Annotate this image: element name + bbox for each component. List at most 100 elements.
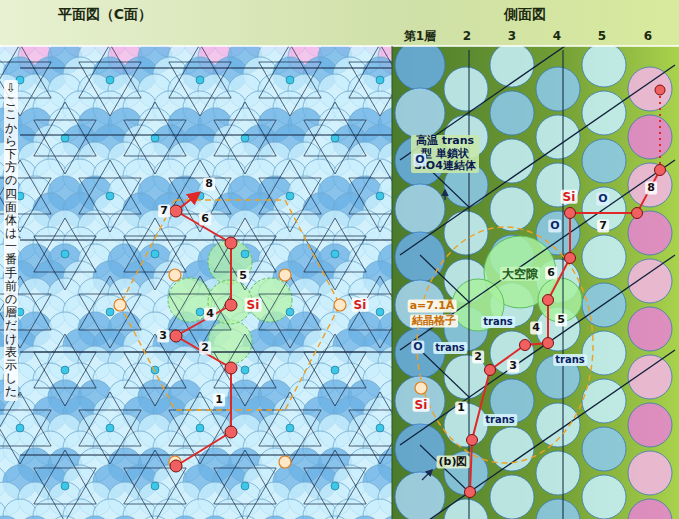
atom-circle: [582, 331, 626, 375]
layer-number: 第1層: [402, 29, 438, 43]
tetrahedron-edge: [259, 276, 321, 330]
atom-circle: [490, 427, 534, 471]
silicon-dot: [331, 366, 339, 374]
bond-label: trans: [553, 354, 587, 366]
layer-number: 5: [596, 29, 608, 43]
tetrahedron-edge: [400, 160, 675, 350]
atom-circle: [536, 115, 580, 159]
silicon-dot: [286, 76, 294, 84]
callout-number: 6: [545, 266, 557, 279]
tetrahedron-edge: [349, 410, 392, 464]
tetrahedron-edge: [214, 468, 276, 519]
tetrahedron-edge: [0, 410, 51, 464]
tetrahedron-edge: [304, 236, 366, 290]
chain-atom: [655, 165, 666, 176]
view-divider: [392, 46, 393, 519]
callout-number: 8: [203, 177, 215, 190]
lattice-outline: [417, 227, 593, 463]
view-title: 平面図（C面）: [56, 6, 154, 23]
chain-atom: [543, 338, 554, 349]
chain-continuation: [659, 90, 661, 170]
atom-circle: [582, 91, 626, 135]
silicon-dot: [286, 308, 294, 316]
atom-circle: [628, 403, 672, 447]
tetrahedron-edge: [34, 334, 96, 388]
chain-path: [470, 170, 660, 492]
tetrahedron-edge: [79, 276, 141, 330]
tetrahedron-edge: [420, 255, 470, 303]
chain-atom: [170, 460, 182, 472]
tetrahedron-edge: [79, 44, 141, 98]
silicon-dot: [151, 482, 159, 490]
bond-label: trans: [433, 342, 467, 354]
chain-path: [176, 193, 231, 466]
tetrahedron-edge: [304, 352, 366, 406]
layer-number: 6: [642, 29, 654, 43]
tetrahedron-edge: [79, 178, 141, 232]
layer-number: 3: [506, 29, 518, 43]
view-title: 側面図: [502, 6, 548, 23]
silicon-dot: [196, 424, 204, 432]
atom-circle: [348, 516, 382, 519]
tetrahedron-edge: [124, 468, 186, 519]
silicon-dot: [241, 366, 249, 374]
chain-atom: [225, 362, 237, 374]
silicon-dot: [196, 76, 204, 84]
atom-circle: [490, 46, 534, 87]
atom-circle: [258, 516, 292, 519]
atom-circle: [582, 379, 626, 423]
tetrahedron-edge: [214, 218, 276, 272]
callout-number: 3: [157, 329, 169, 342]
si-marker: [415, 382, 427, 394]
tetrahedron-edge: [79, 410, 141, 464]
atom-label: Si: [352, 298, 369, 312]
silicon-dot: [106, 192, 114, 200]
figure-ref: (b)図: [437, 455, 470, 468]
chain-atom: [170, 205, 182, 217]
tetrahedron-edge: [79, 62, 141, 116]
atom-circle: [628, 115, 672, 159]
atom-circle: [536, 451, 580, 495]
silicon-dot: [376, 308, 384, 316]
tetrahedron-edge: [214, 450, 276, 504]
tetrahedron-edge: [420, 445, 470, 493]
chain-atom: [225, 426, 237, 438]
callout-number: 4: [204, 307, 216, 320]
layer-line: [20, 68, 392, 69]
silicon-dot: [376, 192, 384, 200]
silicon-dot: [241, 250, 249, 258]
chain-atom: [565, 253, 576, 264]
atom-label: O: [596, 192, 609, 205]
tetrahedron-edge: [349, 160, 392, 214]
tetrahedron-edge: [304, 120, 366, 174]
atom-circle: [444, 211, 488, 255]
atom-circle: [628, 163, 672, 207]
atom-circle: [582, 283, 626, 327]
atom-circle: [288, 516, 322, 519]
atom-circle: [582, 139, 626, 183]
atom-circle: [395, 232, 445, 282]
tetrahedron-edge: [169, 44, 231, 98]
si-marker: [114, 299, 126, 311]
atom-circle: [490, 475, 534, 519]
silicon-dot: [16, 424, 24, 432]
atom-label: Si: [413, 398, 430, 412]
atom-label: O: [411, 340, 424, 353]
tetrahedron-edge: [79, 294, 141, 348]
chain-atom: [655, 85, 665, 95]
atom-circle: [582, 46, 626, 87]
tetrahedron-edge: [124, 120, 186, 174]
atom-circle: [490, 187, 534, 231]
tetrahedron-edge: [34, 352, 96, 406]
callout-number: 2: [199, 341, 211, 354]
callout-number: 5: [555, 313, 567, 326]
tetrahedron-edge: [304, 334, 366, 388]
silicon-dot: [61, 366, 69, 374]
tetrahedron-edge: [349, 294, 392, 348]
tetrahedron-edge: [259, 62, 321, 116]
tetrahedron-edge: [349, 392, 392, 446]
lattice-label: 結晶格子: [410, 314, 458, 327]
layer-line: [20, 240, 392, 241]
silicon-dot: [241, 482, 249, 490]
tetrahedron-edge: [259, 178, 321, 232]
